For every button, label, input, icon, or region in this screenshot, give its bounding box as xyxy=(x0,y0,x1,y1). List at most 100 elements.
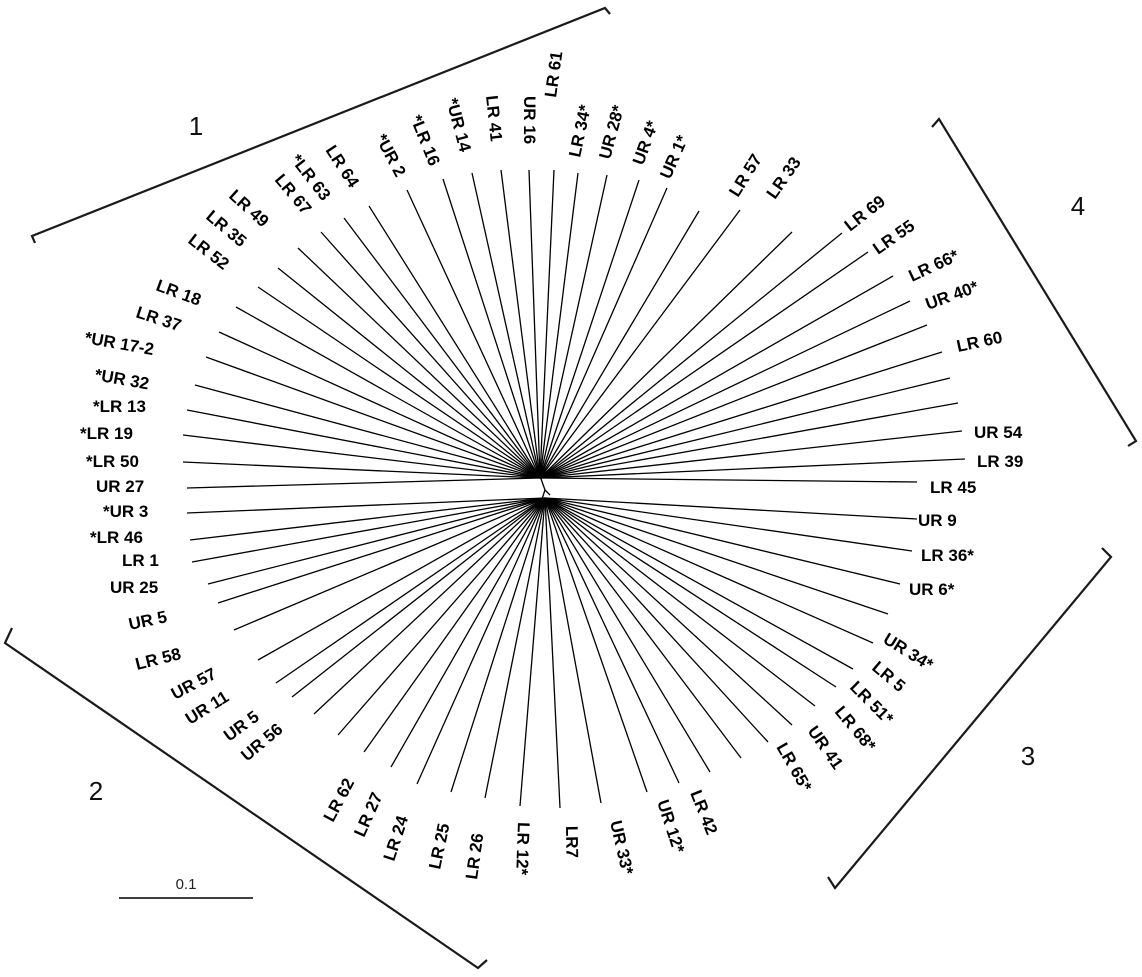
scale-bar: 0.1 xyxy=(119,876,253,899)
leaf-branch xyxy=(544,497,854,670)
leaf-branch xyxy=(191,497,546,563)
leaf-label: UR 27 xyxy=(96,477,144,496)
leaf-branch xyxy=(539,430,963,479)
group-2-bracket xyxy=(3,627,488,970)
leaf-label: LR 18 xyxy=(154,276,204,310)
group-brackets xyxy=(3,6,1138,970)
leaf-branch xyxy=(539,231,793,479)
group-4-bracket xyxy=(931,117,1138,447)
leaf-label: *LR 13 xyxy=(93,397,146,416)
leaf-label: LR 57 xyxy=(725,151,766,200)
leaf-branch xyxy=(406,189,541,479)
leaf-label: LR 65* xyxy=(773,740,816,796)
leaf-label: LR 39 xyxy=(977,452,1023,471)
leaf-label: UR 6* xyxy=(909,580,955,599)
leaf-branch xyxy=(544,497,913,552)
leaf-label: LR 61 xyxy=(541,50,566,98)
leaf-label: *UR 2 xyxy=(371,131,409,180)
leaf-label: *UR 3 xyxy=(103,502,148,521)
leaf-branch xyxy=(257,286,541,479)
leaf-branch xyxy=(539,232,843,479)
leaf-label: UR 1* xyxy=(656,132,692,182)
leaf-label: LR 58 xyxy=(133,644,183,674)
leaf-label: LR 42 xyxy=(686,787,721,837)
group-2-label: 2 xyxy=(89,776,103,806)
leaf-branch xyxy=(539,251,869,479)
leaf-branch xyxy=(528,169,541,479)
leaf-label: LR 37 xyxy=(134,303,184,335)
leaf-branch xyxy=(313,497,546,715)
leaf-label: LR 5 xyxy=(868,658,908,696)
leaf-branch xyxy=(544,497,837,688)
leaf-branch xyxy=(539,209,741,479)
leaf-branch xyxy=(539,187,668,479)
leaf-label: LR 34* xyxy=(565,103,595,159)
leaf-label: *LR 19 xyxy=(80,424,133,443)
leaf-branch xyxy=(544,497,901,585)
leaf-branch xyxy=(539,174,608,479)
leaf-branch xyxy=(416,497,546,785)
leaf-label: LR 62 xyxy=(320,775,359,825)
leaf-branch xyxy=(539,179,640,479)
leaf-label: LR 55 xyxy=(869,216,918,258)
leaf-branch xyxy=(544,497,680,784)
leaf-branch xyxy=(186,409,541,479)
leaf-label: UR 25 xyxy=(110,578,158,597)
leaf-branch xyxy=(320,231,541,479)
leaf-label: LR 36* xyxy=(921,546,974,565)
leaf-label: UR 28* xyxy=(596,103,629,161)
leaf-label: UR 12* xyxy=(653,797,688,855)
leaf-branch xyxy=(390,497,546,768)
leaf-label: LR 24 xyxy=(380,813,413,863)
scale-bar-label: 0.1 xyxy=(176,876,197,893)
leaf-branch xyxy=(539,351,943,479)
leaf-label: *UR 17-2 xyxy=(83,328,155,359)
leaf-label: *LR 16 xyxy=(406,112,443,168)
leaf-branch xyxy=(205,356,541,479)
leaf-branch xyxy=(544,497,742,759)
leaf-branch xyxy=(275,497,546,684)
leaf-label: UR 4* xyxy=(629,118,662,167)
leaf-label: *UR 14 xyxy=(442,96,475,154)
leaf-branch xyxy=(539,210,700,479)
leaf-branch xyxy=(363,497,546,753)
leaf-branch xyxy=(186,497,546,514)
leaf-branch xyxy=(297,247,541,479)
leaf-branch xyxy=(218,331,541,479)
leaf-label: UR 9 xyxy=(918,511,957,530)
group-1-bracket xyxy=(30,6,611,244)
leaf-branch xyxy=(539,477,918,483)
leaf-branch xyxy=(235,306,541,479)
leaf-branch xyxy=(277,267,541,479)
leaf-branch xyxy=(544,497,769,743)
leaf-label: LR 33 xyxy=(763,153,805,202)
leaf-branch xyxy=(368,205,541,479)
leaf-branch xyxy=(471,172,541,479)
leaf-branch xyxy=(484,497,546,799)
leaf-label: LR 27 xyxy=(350,790,386,840)
leaf-label: LR 60 xyxy=(955,328,1004,356)
leaf-label: LR7 xyxy=(562,826,582,858)
leaf-branch xyxy=(186,477,541,489)
group-4-label: 4 xyxy=(1071,191,1085,221)
leaf-branch xyxy=(207,497,546,585)
leaf-branch xyxy=(539,324,928,479)
leaf-label: LR 41 xyxy=(482,94,506,142)
leaf-label: LR 25 xyxy=(425,822,453,871)
leaf-branch xyxy=(519,497,546,807)
leaf-branch xyxy=(194,384,541,479)
leaf-label: LR 45 xyxy=(930,478,976,497)
internal-branch xyxy=(544,489,551,496)
leaf-branch xyxy=(539,300,911,479)
leaf-label: UR 40* xyxy=(923,277,981,314)
leaf-branch xyxy=(182,434,541,479)
leaf-branch xyxy=(450,497,546,793)
leaf-branch xyxy=(500,169,541,479)
leaf-label: UR 33* xyxy=(606,819,637,877)
leaf-branch xyxy=(544,497,602,804)
leaf-label: *LR 50 xyxy=(86,452,139,471)
leaf-branch xyxy=(189,497,546,541)
leaf-label: LR 12* xyxy=(512,822,533,876)
